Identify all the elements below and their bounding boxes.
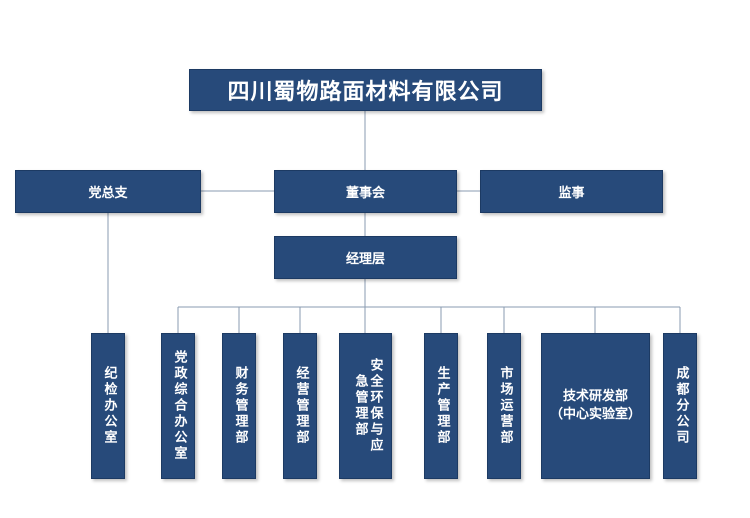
dept-discipline-box: 纪检办公室 [91,333,125,479]
supervisor-box: 监事 [480,170,663,213]
dept-operations-label: 经营管理部 [293,366,309,446]
supervisor-label: 监事 [558,186,585,201]
dept-tech-label: 技术研发部 [562,389,628,404]
dept-tech-sublabel: （中心实验室） [549,407,641,422]
board-label: 董事会 [345,186,385,201]
dept-safety-label: 安全环保与应急管理部 [352,358,383,454]
dept-tech-box: 技术研发部 （中心实验室） [541,333,650,479]
dept-party-admin-box: 党政综合办公室 [161,333,195,479]
dept-production-label: 生产管理部 [434,366,450,446]
party-branch-box: 党总支 [15,170,201,213]
company-title-box: 四川蜀物路面材料有限公司 [189,69,542,111]
dept-marketing-label: 市场运营部 [497,366,513,446]
dept-discipline-label: 纪检办公室 [101,366,117,446]
dept-safety-box: 安全环保与应急管理部 [339,333,392,479]
dept-chengdu-label: 成都分公司 [673,366,689,446]
dept-finance-label: 财务管理部 [232,366,248,446]
dept-finance-box: 财务管理部 [222,333,256,479]
management-box: 经理层 [274,236,457,279]
dept-marketing-box: 市场运营部 [487,333,521,479]
dept-production-box: 生产管理部 [424,333,458,479]
dept-operations-box: 经营管理部 [283,333,317,479]
dept-party-admin-label: 党政综合办公室 [171,350,187,462]
dept-chengdu-box: 成都分公司 [663,333,697,479]
party-branch-label: 党总支 [88,186,128,201]
board-box: 董事会 [274,170,457,213]
management-label: 经理层 [345,252,385,267]
company-title: 四川蜀物路面材料有限公司 [227,80,504,105]
